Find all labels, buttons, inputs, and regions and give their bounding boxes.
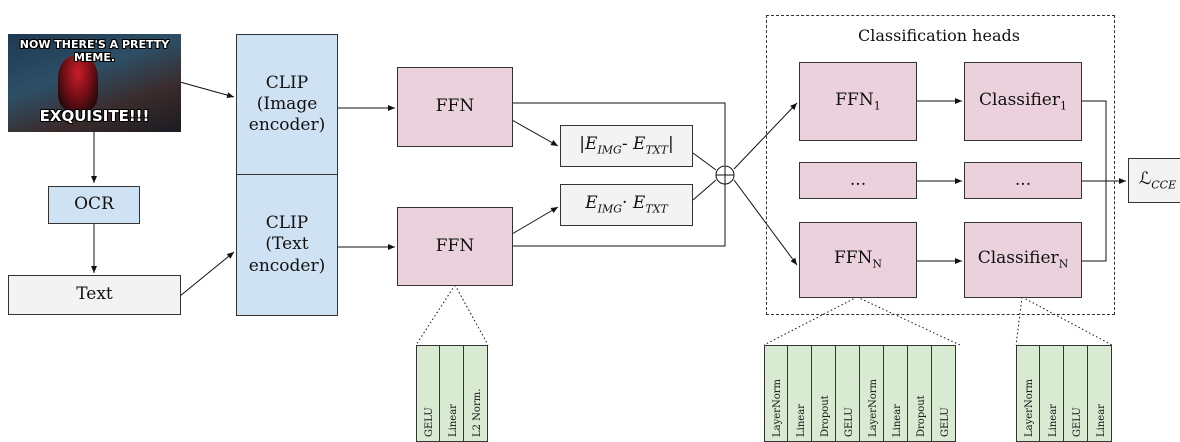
layer-label: Linear (447, 404, 459, 437)
clip-text-label: CLIP (Text encoder) (248, 213, 326, 276)
edge-ffn-bot-prod (511, 206, 559, 235)
head-ffn-ellipsis: ... (799, 162, 917, 199)
clip-image-label: CLIP (Image encoder) (248, 72, 326, 136)
layer-cell: Linear (1088, 345, 1112, 442)
layer-cell: Linear (1040, 345, 1064, 442)
edge-concat-head1 (733, 102, 798, 170)
layer-cell: LayerNorm (1016, 345, 1040, 442)
layer-cell: LayerNorm (764, 345, 788, 442)
layer-cell: L2 Norm. (464, 345, 488, 442)
layer-label: GELU (424, 407, 435, 437)
layer-cell: Linear (884, 345, 908, 442)
layer-label: Dropout (819, 395, 831, 437)
meme-top-caption: NOW THERE'S A PRETTY MEME. (19, 38, 170, 64)
loss-label: ℒCCE (1139, 168, 1177, 192)
layer-label: GELU (843, 407, 855, 437)
head-classifier-n: ClassifierN (964, 222, 1082, 298)
head-classifier-1: Classifier1 (964, 62, 1082, 141)
edge-ffn-bot-concat (512, 184, 726, 247)
ffn-text-label: FFN (435, 235, 475, 256)
classification-heads-region (766, 15, 1115, 315)
zoom-headffn-right (856, 296, 961, 346)
layer-label: L2 Norm. (471, 388, 483, 437)
diff-label: |EIMG- ETXT| (579, 134, 674, 157)
loss-box: ℒCCE (1128, 158, 1180, 203)
edge-cls1-loss (1082, 100, 1107, 181)
layer-label: LayerNorm (1024, 379, 1035, 437)
layer-label: Linear (795, 404, 807, 437)
head-ffn-n: FFNN (799, 222, 917, 298)
head-ffn-layer-stack: LayerNorm Linear Dropout GELU LayerNorm Linea… (764, 345, 956, 442)
diff-box: |EIMG- ETXT| (560, 125, 693, 167)
layer-cell: LayerNorm (860, 345, 884, 442)
edge-concat-headN (733, 179, 798, 266)
edge-text-clip-txt (179, 251, 235, 297)
classifier-layer-stack: LayerNorm Linear GELU Linear (1016, 345, 1112, 442)
classification-heads-title: Classification heads (858, 26, 1020, 45)
layer-label: Dropout (915, 395, 927, 437)
layer-cell: Dropout (812, 345, 836, 442)
ocr-box: OCR (48, 186, 140, 224)
zoom-ffn-left (415, 284, 456, 346)
head-classifier-ellipsis: ... (964, 162, 1082, 199)
text-label: Text (76, 284, 113, 305)
edge-ffn-top-concat (512, 102, 726, 165)
text-box: Text (8, 275, 181, 315)
ffn-layer-stack: GELU Linear L2 Norm. (416, 345, 488, 442)
ffn-image: FFN (397, 67, 513, 147)
meme-image: NOW THERE'S A PRETTY MEME. EXQUISITE!!! (8, 34, 181, 132)
meme-figure (58, 56, 98, 111)
edge-ffn-top-diff (511, 119, 559, 147)
layer-cell: GELU (932, 345, 956, 442)
ocr-label: OCR (74, 194, 114, 215)
zoom-ffn-right (454, 284, 489, 346)
prod-box: EIMG· ETXT (560, 184, 693, 226)
layer-label: Linear (1047, 404, 1059, 437)
head-ffn-1: FFN1 (799, 62, 917, 141)
layer-label: GELU (1071, 407, 1083, 437)
layer-cell: GELU (416, 345, 440, 442)
edge-clsN-loss (1082, 181, 1107, 262)
edge-diff-concat (692, 152, 717, 171)
layer-label: GELU (939, 407, 951, 437)
clip-text-encoder: CLIP (Text encoder) (236, 174, 338, 316)
clip-image-encoder: CLIP (Image encoder) (236, 34, 338, 175)
layer-label: LayerNorm (772, 379, 783, 437)
zoom-cls-left (1015, 296, 1023, 346)
layer-cell: Linear (788, 345, 812, 442)
edge-meme-clip-img (179, 81, 235, 99)
layer-cell: Dropout (908, 345, 932, 442)
ffn-text: FFN (397, 207, 513, 286)
layer-label: LayerNorm (867, 379, 879, 437)
layer-cell: Linear (440, 345, 464, 442)
ffn-image-label: FFN (435, 96, 475, 117)
meme-bottom-caption: EXQUISITE!!! (39, 107, 150, 125)
zoom-headffn-left (763, 296, 858, 346)
layer-label: Linear (891, 404, 903, 437)
zoom-cls-right (1021, 296, 1113, 346)
prod-label: EIMG· ETXT (585, 193, 668, 216)
layer-label: Linear (1095, 404, 1107, 437)
layer-cell: GELU (836, 345, 860, 442)
layer-cell: GELU (1064, 345, 1088, 442)
edge-prod-concat (692, 179, 717, 201)
